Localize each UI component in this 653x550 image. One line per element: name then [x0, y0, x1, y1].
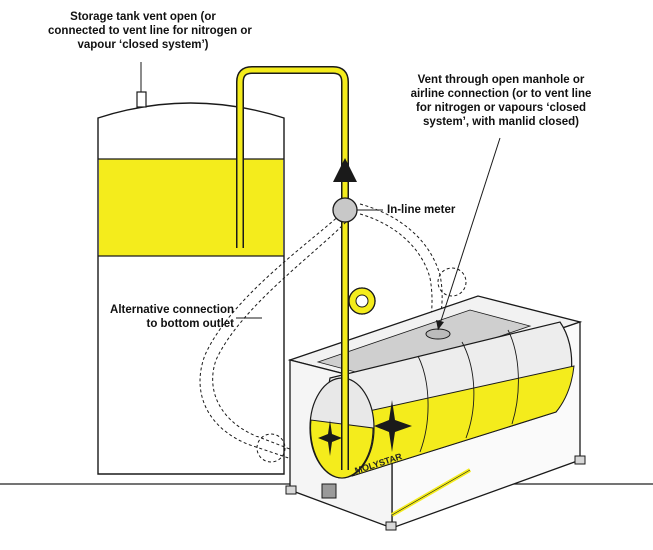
manhole-vent-line-3: for nitrogen or vapours ‘closed — [416, 102, 586, 114]
storage-vent-line-3: vapour ‘closed system’) — [77, 39, 209, 51]
pump-core-top — [355, 294, 369, 308]
alt-hose-b — [212, 221, 347, 463]
alt-elbow-top — [437, 267, 467, 297]
storage-tank — [97, 62, 285, 475]
storage-vent-stub — [136, 91, 147, 108]
alternative-connection — [199, 203, 467, 469]
star-emblem-end-icon — [318, 420, 342, 456]
meter-hose-b — [359, 213, 433, 331]
star-emblem-icon — [374, 400, 412, 452]
alternative-connection-label: Alternative connection to bottom outlet — [96, 303, 234, 331]
corner-casting-1 — [285, 485, 297, 495]
alternative-line-2: to bottom outlet — [146, 318, 234, 330]
bottom-outlet-valve — [321, 483, 337, 499]
meter-hose-a — [359, 203, 443, 331]
storage-vent-line-1: Storage tank vent open (or — [70, 11, 216, 23]
manhole-vent-label: Vent through open manhole or airline con… — [396, 73, 606, 129]
alt-elbow-bottom — [256, 433, 286, 463]
flow-arrow-icon — [333, 158, 357, 182]
corner-casting-3 — [574, 455, 586, 465]
pipe-fill — [237, 67, 348, 462]
corner-casting-2 — [385, 521, 397, 531]
manhole-arrow-icon — [436, 320, 444, 330]
tank-container: MOLYSTAR — [285, 295, 586, 531]
alt-hose-a — [199, 214, 341, 469]
manhole — [425, 328, 451, 340]
manhole-vent-line-1: Vent through open manhole or — [417, 74, 585, 86]
alternative-line-1: Alternative connection — [110, 304, 234, 316]
manhole-vent-line-2: airline connection (or to vent line — [410, 88, 592, 100]
storage-tank-liquid — [99, 159, 283, 256]
barrel-ring-2 — [461, 341, 475, 439]
barrel-ring-3 — [507, 329, 519, 425]
in-line-meter-icon — [332, 197, 358, 223]
brace-1-outline — [391, 469, 471, 516]
barrel-ring-1 — [417, 355, 429, 453]
manhole-leader — [437, 137, 501, 331]
in-line-meter-label: In-line meter — [387, 204, 456, 216]
storage-vent-line-2: connected to vent line for nitrogen or — [48, 25, 252, 37]
storage-vent-label: Storage tank vent open (or connected to … — [48, 10, 252, 52]
manhole-vent-line-4: system’, with manlid closed) — [423, 116, 579, 128]
